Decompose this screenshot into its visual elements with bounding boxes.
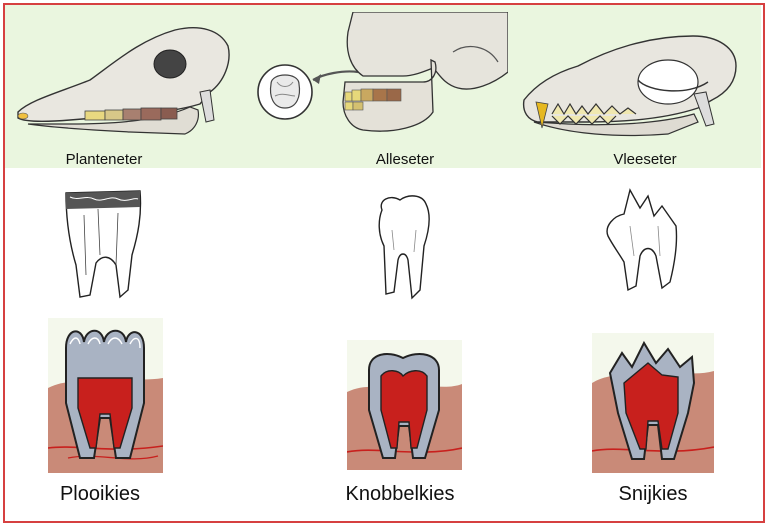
plooikies-label: Plooikies: [59, 483, 141, 505]
carnivore-molar-outline: [600, 186, 685, 296]
omnivore-skull: [253, 12, 508, 142]
carnivore-molar-cross-section: [592, 333, 714, 473]
knobbelkies-label: Knobbelkies: [345, 483, 455, 505]
herbivore-label: Planteneter: [65, 151, 143, 168]
carnivore-label: Vleeseter: [613, 151, 677, 168]
snijkies-label: Snijkies: [618, 483, 688, 505]
herbivore-skull: [10, 12, 235, 142]
omnivore-molar-cross-section: [347, 340, 462, 470]
herbivore-molar-outline: [58, 185, 148, 305]
herbivore-molar-cross-section: [48, 318, 163, 473]
carnivore-skull: [518, 22, 743, 147]
omnivore-label: Alleseter: [375, 151, 435, 168]
omnivore-molar-outline: [372, 190, 437, 305]
